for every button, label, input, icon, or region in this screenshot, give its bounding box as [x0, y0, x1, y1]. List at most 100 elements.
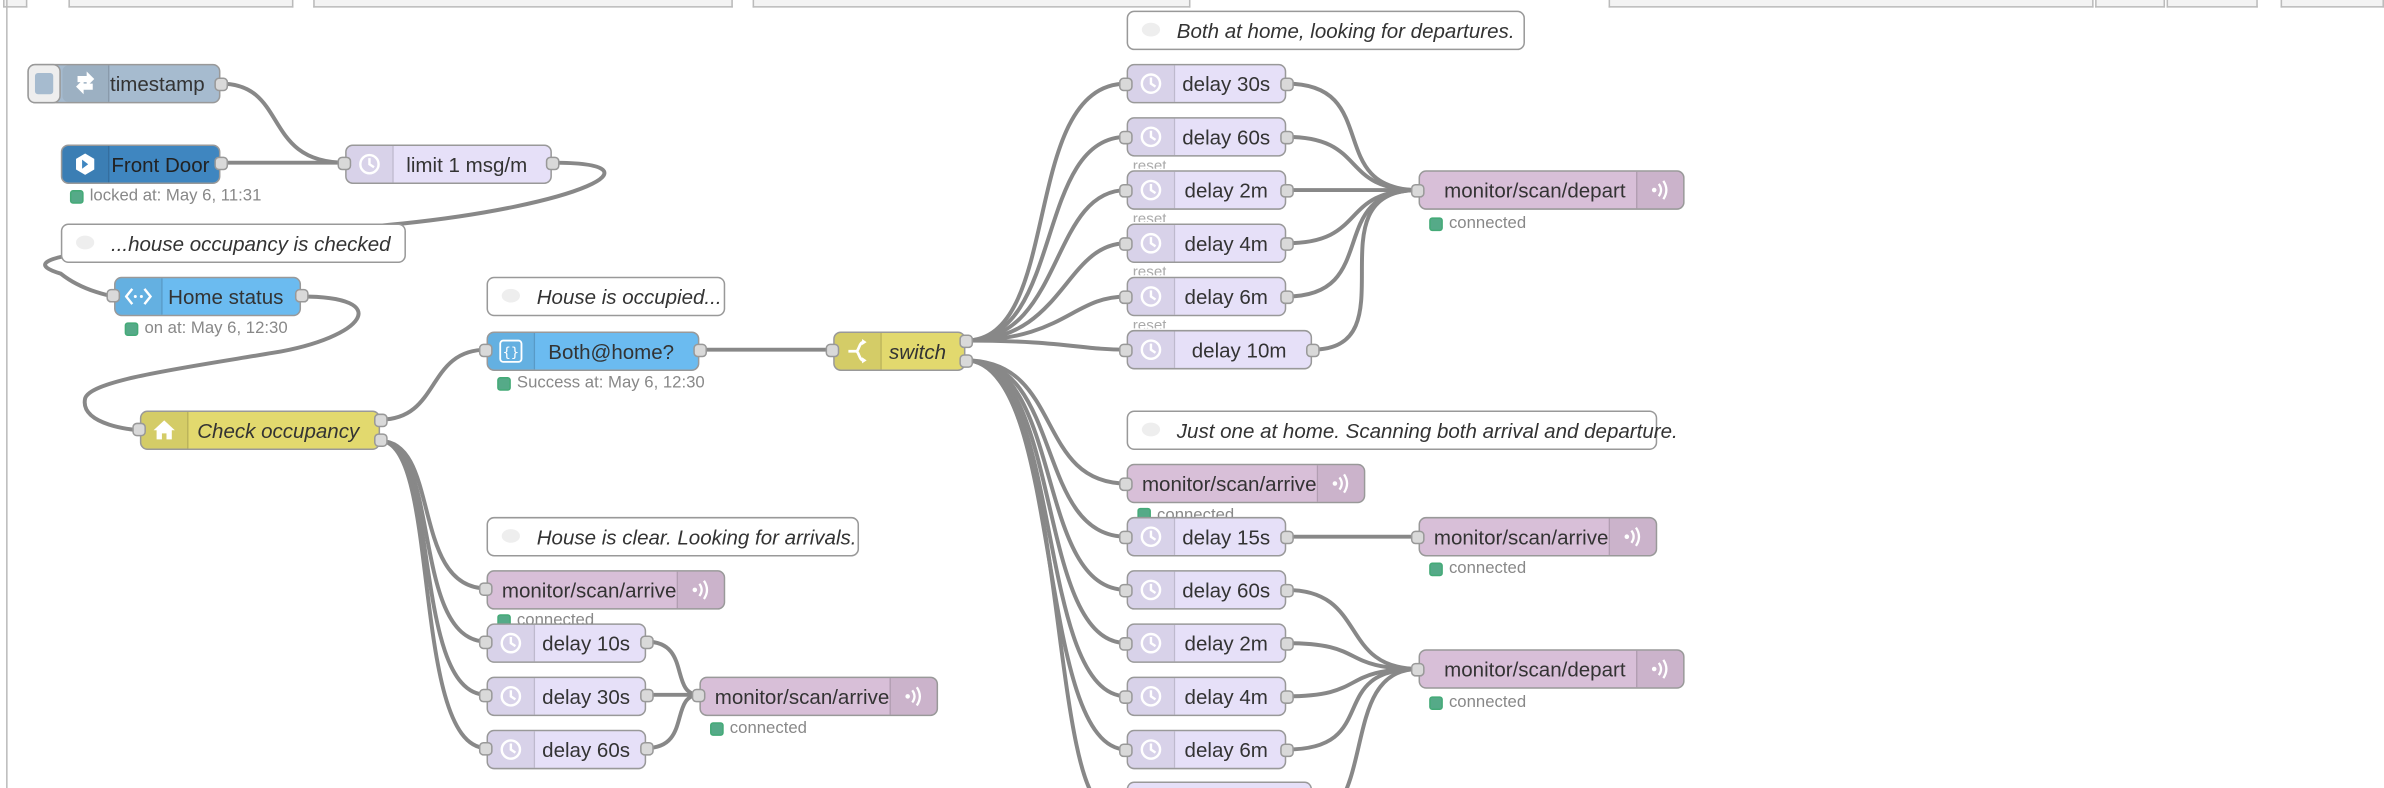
header-tab[interactable]: [2280, 0, 2384, 8]
output-port[interactable]: [693, 343, 707, 358]
output-port[interactable]: [1280, 183, 1294, 198]
output-port[interactable]: [214, 156, 229, 171]
delay-node[interactable]: delay 6m: [1126, 729, 1287, 770]
input-port[interactable]: [825, 343, 840, 358]
delay-node-partial[interactable]: [1126, 781, 1313, 788]
reset-label: reset: [1132, 211, 1167, 222]
input-port[interactable]: [1410, 183, 1425, 198]
input-port[interactable]: [1119, 183, 1133, 198]
input-port[interactable]: [478, 343, 493, 358]
header-tab[interactable]: [1608, 0, 2094, 8]
input-port[interactable]: [1410, 530, 1425, 545]
timer-icon: [1128, 65, 1176, 102]
header-tab[interactable]: [2166, 0, 2258, 8]
output-port[interactable]: [640, 688, 654, 703]
delay-node[interactable]: delay 2m: [1126, 623, 1287, 663]
function-node-check-occupancy[interactable]: Check occupancy: [139, 410, 381, 451]
input-port[interactable]: [691, 688, 706, 703]
output-port[interactable]: [1280, 583, 1294, 598]
input-port[interactable]: [478, 635, 493, 650]
node-label: delay 2m: [1184, 631, 1268, 655]
output-port[interactable]: [1280, 130, 1294, 145]
output-port[interactable]: [1280, 290, 1294, 305]
delay-node[interactable]: delay 15s: [1126, 516, 1287, 557]
header-tab[interactable]: [313, 0, 733, 8]
input-port[interactable]: [1119, 690, 1133, 704]
output-port[interactable]: [1280, 530, 1294, 545]
comment-node[interactable]: ...house occupancy is checked: [60, 223, 406, 264]
input-port[interactable]: [1119, 743, 1133, 758]
input-port[interactable]: [132, 422, 146, 437]
input-port[interactable]: [1119, 530, 1133, 545]
output-port[interactable]: [214, 77, 229, 92]
input-port[interactable]: [337, 156, 352, 171]
output-port[interactable]: [294, 288, 309, 303]
output-port[interactable]: [959, 354, 974, 368]
input-port[interactable]: [1119, 130, 1133, 145]
delay-node[interactable]: delay 60s: [1126, 117, 1287, 157]
delay-node[interactable]: delay 60s: [486, 729, 647, 770]
delay-node[interactable]: delay 10s: [486, 623, 647, 663]
delay-node[interactable]: delay 6m: [1126, 276, 1287, 317]
timer-icon: [488, 678, 536, 715]
header-tab[interactable]: [68, 0, 294, 8]
delay-node[interactable]: delay 30s: [1126, 63, 1287, 104]
comment-node[interactable]: Just one at home. Scanning both arrival …: [1126, 410, 1678, 451]
input-port[interactable]: [1119, 583, 1133, 598]
header-tab[interactable]: [752, 0, 1191, 8]
output-port[interactable]: [545, 156, 560, 171]
output-port[interactable]: [1280, 237, 1294, 251]
comment-node[interactable]: Both at home, looking for departures.: [1126, 10, 1525, 51]
input-port[interactable]: [1119, 290, 1133, 305]
output-port[interactable]: [1280, 690, 1294, 704]
input-port[interactable]: [1119, 237, 1133, 251]
input-port[interactable]: [478, 741, 493, 756]
delay-node[interactable]: delay 2m: [1126, 170, 1287, 210]
mqtt-out-node[interactable]: monitor/scan/arrive: [1418, 516, 1658, 557]
delay-node[interactable]: delay 30s: [486, 676, 647, 717]
header-tab[interactable]: [3, 0, 28, 8]
output-port[interactable]: [640, 741, 654, 756]
input-port[interactable]: [1119, 477, 1133, 492]
input-port[interactable]: [1119, 637, 1133, 651]
timer-icon: [1128, 225, 1176, 262]
mqtt-out-node[interactable]: monitor/scan/depart: [1418, 649, 1685, 689]
input-port[interactable]: [1119, 343, 1133, 358]
node-label: delay 60s: [1182, 125, 1271, 149]
output-port[interactable]: [1280, 637, 1294, 651]
template-node-home-status[interactable]: Home status: [114, 276, 302, 317]
node-label: monitor/scan/arrive: [1433, 525, 1609, 549]
output-port[interactable]: [1280, 743, 1294, 758]
mqtt-out-node[interactable]: monitor/scan/arrive: [1126, 463, 1366, 504]
mqtt-out-node[interactable]: monitor/scan/depart: [1418, 170, 1685, 210]
output-port[interactable]: [1280, 77, 1294, 92]
input-port[interactable]: [478, 688, 493, 703]
input-port[interactable]: [1410, 662, 1425, 677]
inject-trigger-button[interactable]: [27, 63, 61, 104]
comment-node[interactable]: House is occupied...: [486, 276, 726, 317]
inject-node-timestamp[interactable]: timestamp: [27, 63, 221, 104]
comment-node[interactable]: House is clear. Looking for arrivals.: [486, 516, 860, 557]
delay-node[interactable]: delay 4m: [1126, 223, 1287, 264]
mqtt-out-node[interactable]: monitor/scan/arrive: [699, 676, 939, 717]
switch-node-both-home[interactable]: {} Both@home?: [486, 331, 700, 371]
input-port[interactable]: [1119, 77, 1133, 92]
delay-node[interactable]: delay 10m: [1126, 329, 1313, 370]
header-tab[interactable]: [2095, 0, 2166, 8]
gpio-node-front-door[interactable]: Front Door: [60, 144, 221, 184]
input-port[interactable]: [478, 582, 493, 596]
input-port[interactable]: [106, 288, 121, 303]
delay-node-limit[interactable]: limit 1 msg/m: [345, 144, 552, 184]
timer-icon: [1128, 624, 1176, 662]
output-port[interactable]: [1306, 343, 1320, 358]
output-port[interactable]: [959, 334, 974, 349]
delay-node[interactable]: delay 60s: [1126, 570, 1287, 610]
switch-node[interactable]: switch: [833, 331, 966, 371]
delay-node[interactable]: delay 4m: [1126, 676, 1287, 717]
mqtt-out-node[interactable]: monitor/scan/arrive: [486, 570, 726, 610]
node-label: monitor/scan/arrive: [714, 684, 890, 708]
output-port[interactable]: [374, 433, 388, 447]
output-port[interactable]: [374, 413, 388, 428]
output-port[interactable]: [640, 635, 654, 650]
